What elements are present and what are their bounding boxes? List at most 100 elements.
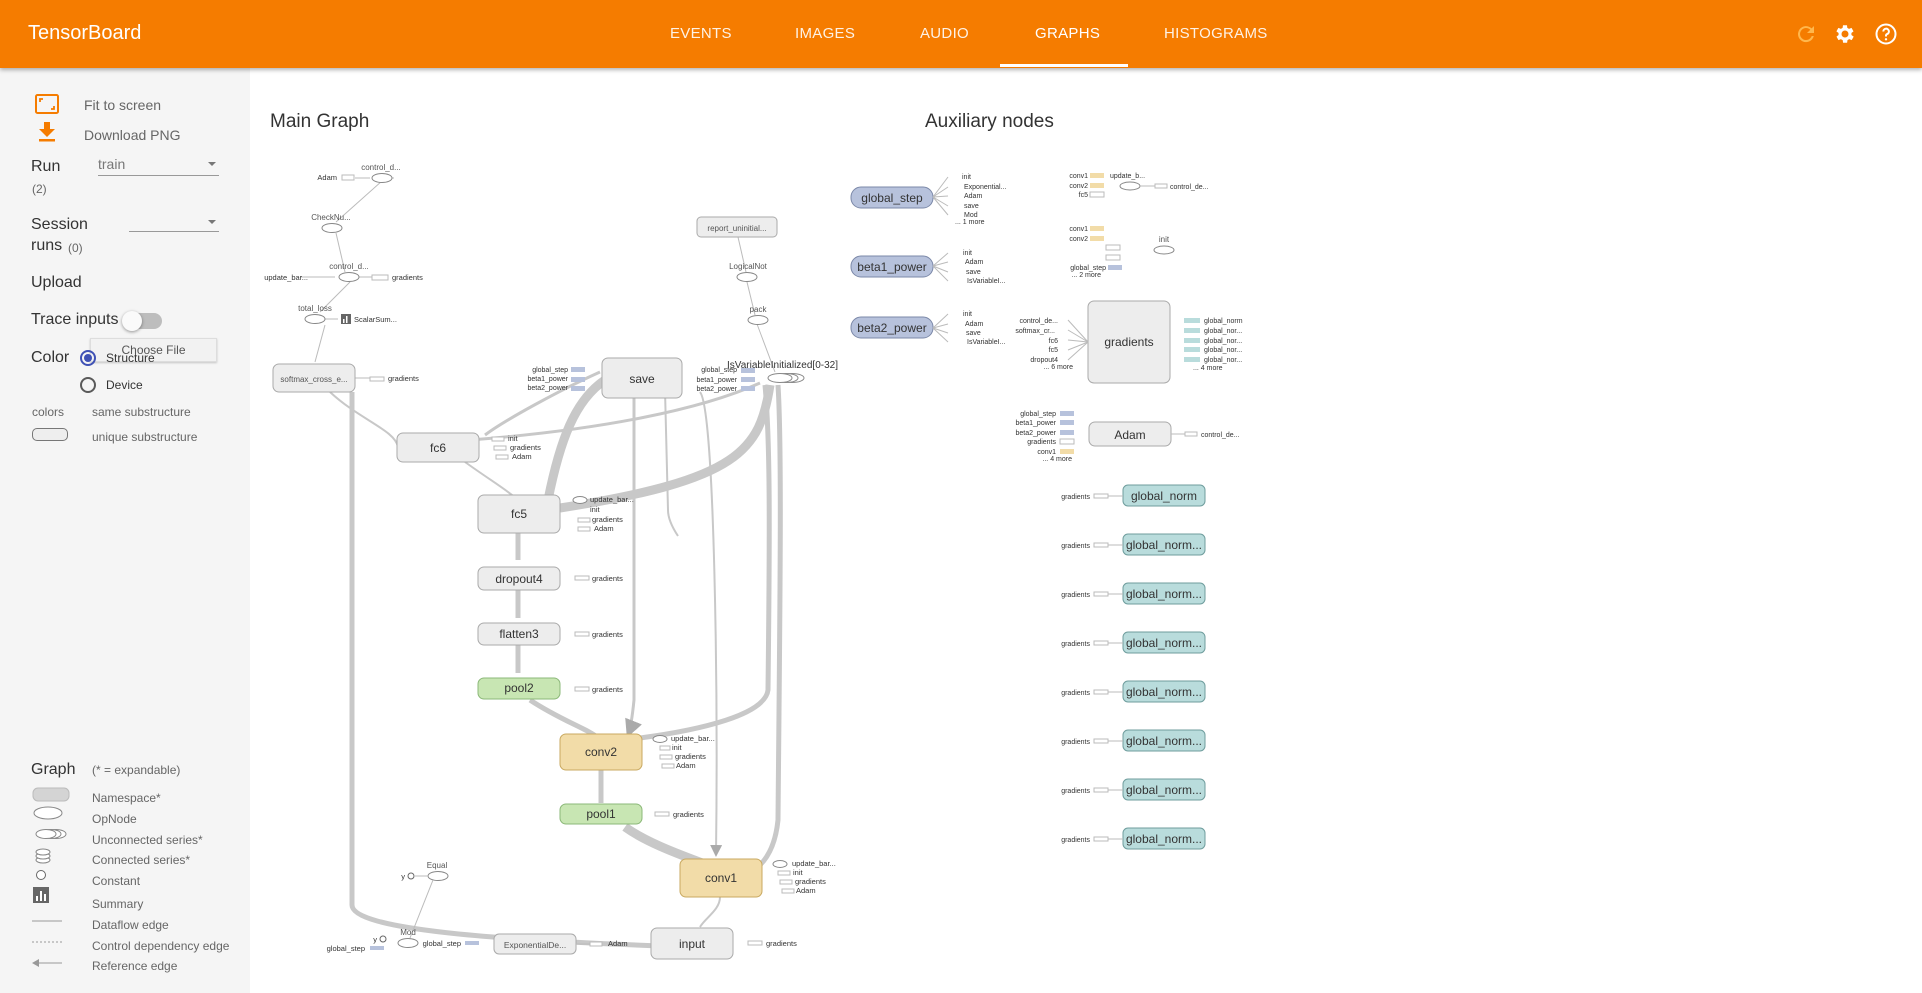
legend-control: Control dependency edge [92,938,230,953]
settings-gear-icon[interactable] [1833,22,1857,46]
edge-softmax-fc6 [329,391,399,448]
svg-text:beta1_power: beta1_power [697,377,738,384]
app-title: TensorBoard [28,22,142,44]
edge-save-fc5 [543,376,608,501]
top-left-cluster: Adam control_d... CheckNu... control_d..… [264,163,423,379]
svg-text:CheckNu...: CheckNu... [311,213,351,222]
svg-text:global_norm...: global_norm... [1126,734,1202,748]
edge-save-fc6 [484,370,601,437]
run-select[interactable]: train [98,156,219,176]
chevron-down-icon [208,162,216,166]
color-device-label[interactable]: Device [106,378,143,392]
svg-text:global_step: global_step [861,191,923,205]
svg-text:global_norm: global_norm [1204,318,1243,325]
node-equal [427,871,449,881]
svg-text:global_norm...: global_norm... [1126,783,1202,797]
tab-audio[interactable]: AUDIO [920,25,970,42]
graph-canvas[interactable]: Main Graph Auxiliary nodes [250,68,1922,993]
svg-text:IsVariableInitialized[0-32]: IsVariableInitialized[0-32] [727,360,838,371]
unconnected-series-legend-icon [35,829,67,839]
color-device-radio[interactable] [80,377,96,393]
refresh-icon[interactable] [1794,22,1818,46]
top-app-bar: TensorBoard EVENTS IMAGES AUDIO GRAPHS H… [0,0,1922,68]
svg-text:Adam: Adam [512,452,532,461]
svg-text:total_loss: total_loss [298,304,332,313]
legend-dataflow: Dataflow edge [92,917,169,932]
svg-text:beta2_power: beta2_power [697,386,738,393]
node-pack [747,315,769,325]
namespace-legend-icon [32,787,70,802]
unique-substructure-swatch [32,428,68,441]
graph-svg[interactable]: Main Graph Auxiliary nodes [250,68,1922,993]
svg-text:global_nor...: global_nor... [1204,338,1242,345]
node-save [601,357,683,399]
legend-summary: Summary [92,896,144,911]
tab-images[interactable]: IMAGES [795,25,856,42]
svg-text:softmax_cross_e...: softmax_cross_e... [280,375,347,384]
help-icon[interactable] [1874,22,1898,46]
reference-edge-legend-icon [32,959,62,967]
svg-text:ExponentialDe...: ExponentialDe... [504,940,566,950]
svg-text:update_b...: update_b... [1110,173,1145,180]
svg-text:y: y [373,935,377,944]
color-structure-radio[interactable] [80,350,96,366]
svg-text:global_nor...: global_nor... [1204,328,1242,335]
graph-legend-labels: Namespace* OpNode Unconnected series* Co… [92,788,229,977]
svg-text:Adam: Adam [964,193,982,200]
opnode-legend-icon [33,806,63,820]
session-runs-select[interactable] [129,214,219,232]
tab-events[interactable]: EVENTS [670,25,732,42]
svg-text:beta2_power: beta2_power [1016,430,1057,437]
svg-text:global_norm...: global_norm... [1126,832,1202,846]
svg-text:init: init [672,743,683,752]
tab-graphs[interactable]: GRAPHS [1035,25,1101,42]
edge-pool2-conv2 [528,697,600,740]
svg-text:beta1_power: beta1_power [1016,420,1057,427]
label-adam-small: Adam [317,173,337,182]
svg-text:gradients: gradients [1061,690,1090,697]
svg-text:global_norm...: global_norm... [1126,587,1202,601]
svg-text:... 1 more: ... 1 more [955,219,985,226]
svg-text:update_bar...: update_bar... [792,859,836,868]
node-control-d-mid [338,272,360,282]
svg-text:control_de...: control_de... [1019,318,1058,325]
run-count: (2) [32,182,47,196]
graph-legend-icons [32,787,70,967]
choose-file-button[interactable]: Choose File [90,338,217,362]
auxiliary-nodes-title: Auxiliary nodes [925,111,1054,132]
legend-connected: Connected series* [92,853,191,868]
main-graph-title: Main Graph [270,111,369,132]
fit-to-screen-link[interactable]: Fit to screen [84,97,162,113]
session-runs-label: Session [31,216,88,233]
legend-constant: Constant [92,874,141,889]
color-structure-label[interactable]: Structure [106,351,155,365]
auxiliary-nodes[interactable]: global_step init Exponential... Adam sav… [850,173,1243,850]
main-nodes[interactable]: softmax_cross_e... gradients save fc6 in… [272,357,836,960]
svg-text:conv2: conv2 [585,745,617,759]
fit-to-screen-icon[interactable] [35,94,59,114]
edge-conv1-input [699,896,721,928]
aux-node-update-b [1119,181,1141,191]
download-png-link[interactable]: Download PNG [84,127,181,143]
svg-text:Adam: Adam [796,886,816,895]
trace-inputs-toggle[interactable] [122,311,162,331]
svg-text:Mod: Mod [400,928,416,937]
node-softmax-cross [272,363,356,393]
session-runs-count: (0) [68,241,83,255]
chevron-down-icon [208,220,216,224]
svg-text:... 6 more: ... 6 more [1043,364,1073,371]
node-control-d-top [371,173,393,183]
svg-text:gradients: gradients [1061,641,1090,648]
svg-text:... 4 more: ... 4 more [1193,365,1223,372]
svg-text:init: init [590,505,601,514]
node-logicalnot [736,272,758,282]
svg-text:beta2_power: beta2_power [528,385,569,392]
svg-text:IsVariableI...: IsVariableI... [967,339,1005,346]
svg-text:gradients: gradients [1027,439,1056,446]
download-icon[interactable] [38,122,56,142]
svg-text:Adam: Adam [965,259,983,266]
svg-text:global_nor...: global_nor... [1204,357,1242,364]
aux-node-init [1153,245,1175,255]
svg-text:pool2: pool2 [504,681,534,695]
tab-histograms[interactable]: HISTOGRAMS [1164,25,1268,42]
